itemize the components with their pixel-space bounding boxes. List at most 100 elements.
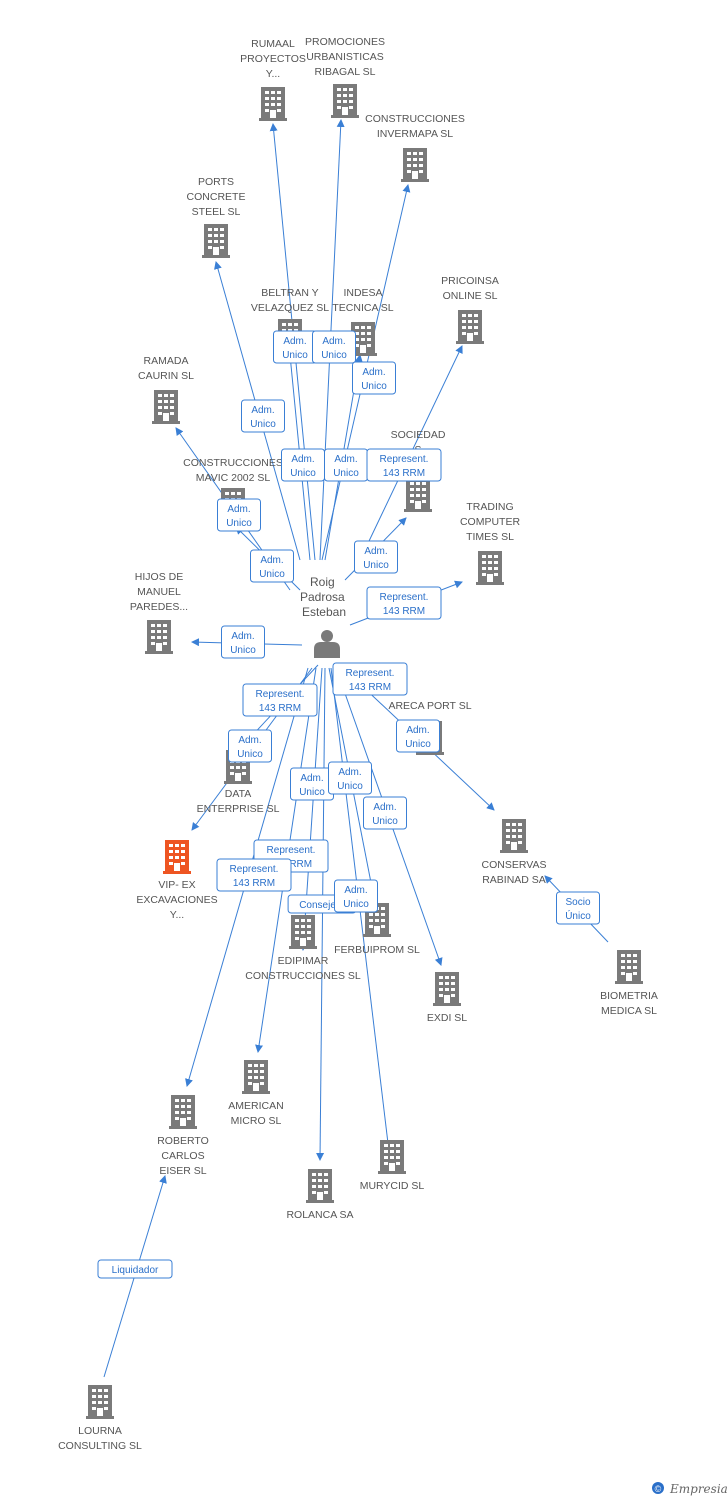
building-icon <box>615 950 643 984</box>
relation-label-text: Adm.Unico <box>299 773 325 798</box>
company-label: FERBUIPROM SL <box>334 944 420 956</box>
company-node-murycid[interactable]: MURYCID SL <box>360 1140 425 1192</box>
relation-label-r11[interactable]: Represent.143 RRM <box>366 586 442 620</box>
company-label-line: ROLANCA SA <box>286 1209 353 1221</box>
relation-label-r9[interactable]: Adm.Unico <box>250 549 294 583</box>
company-label-line: HIJOS DE <box>135 571 183 583</box>
relation-label-line: Consejero <box>299 900 345 911</box>
company-label-line: EISER SL <box>159 1165 206 1177</box>
relation-label-r17[interactable]: Adm.Unico <box>290 767 334 801</box>
relation-label-box <box>312 330 356 364</box>
brand-logo[interactable]: © Empresia <box>652 1482 728 1496</box>
relation-label-line: Adm. <box>227 504 250 515</box>
relation-label-r21[interactable]: Represent.143 RRM <box>216 858 292 892</box>
company-label: ROLANCA SA <box>286 1209 353 1221</box>
relation-label-r23[interactable]: Adm. Unico <box>334 879 378 913</box>
company-label-line: PORTS <box>198 176 234 188</box>
relation-label-r12[interactable]: Adm.Unico <box>221 625 265 659</box>
relation-label-line: Adm. <box>373 802 396 813</box>
relation-label-r5[interactable]: Adm.Unico <box>281 448 325 482</box>
relation-label-r16[interactable]: Adm.Unico <box>396 719 440 753</box>
relation-label-text: Adm.Unico <box>363 546 389 571</box>
relation-label-line: Represent. <box>267 845 316 856</box>
building-icon <box>259 87 287 121</box>
relation-label-line: 143 RRM <box>349 682 391 693</box>
relation-label-line: Unico <box>343 899 369 910</box>
company-label-line: EXCAVACIONES <box>136 894 217 906</box>
relation-label-r7[interactable]: Represent.143 RRM <box>366 448 442 482</box>
company-label-line: CONSTRUCCIONES <box>183 457 283 469</box>
relation-label-r2[interactable]: Adm.Unico <box>312 330 356 364</box>
relation-label-line: Unico <box>321 350 347 361</box>
relation-label-text: Adm.Unico <box>333 454 359 479</box>
company-node-ferbuiprom[interactable]: FERBUIPROM SL <box>334 903 420 956</box>
relation-label-line: Adm. <box>291 454 314 465</box>
building-icon <box>456 310 484 344</box>
relation-label-box <box>363 796 407 830</box>
relation-label-r4[interactable]: Adm.Unico <box>241 399 285 433</box>
relation-label-line: Represent. <box>230 864 279 875</box>
relation-label-line: Unico <box>237 749 263 760</box>
company-label-line: VELAZQUEZ SL <box>251 302 329 314</box>
relation-label-text: Adm.Unico <box>290 454 316 479</box>
relation-label-text: Represent.143 RRM <box>230 864 279 889</box>
relation-label-text: Adm.Unico <box>321 336 347 361</box>
relation-label-r13[interactable]: Represent. 143 RRM <box>332 662 408 696</box>
company-node-areca[interactable]: ARECA PORT SL <box>388 700 472 755</box>
relation-label-r6[interactable]: Adm.Unico <box>324 448 368 482</box>
relation-label-line: Represent. <box>346 668 395 679</box>
relation-label-r15[interactable]: Adm.Unico <box>228 729 272 763</box>
relation-label-r19[interactable]: Adm.Unico <box>363 796 407 830</box>
company-label: ARECA PORT SL <box>388 700 471 712</box>
relation-label-line: Adm. <box>344 885 367 896</box>
relation-label-text: Adm.Unico <box>237 735 263 760</box>
relation-label-line: Liquidador <box>112 1265 159 1276</box>
relation-label-r10[interactable]: Adm.Unico <box>354 540 398 574</box>
person-node[interactable] <box>314 630 340 658</box>
relation-label-box <box>228 729 272 763</box>
relation-label-box <box>354 540 398 574</box>
relation-label-r1[interactable]: Adm.Unico <box>273 330 317 364</box>
relation-label-text: Adm.Unico <box>282 336 308 361</box>
company-label-line: PROYECTOS <box>240 53 306 65</box>
relation-label-box <box>221 625 265 659</box>
relation-label-line: Unico <box>405 739 431 750</box>
relation-label-r8[interactable]: Adm.Unico <box>217 498 261 532</box>
relation-label-box <box>366 448 442 482</box>
relation-label-r3[interactable]: Adm.Unico <box>352 361 396 395</box>
company-node-rolanca[interactable]: ROLANCA SA <box>286 1169 354 1221</box>
company-label-line: ENTERPRISE SL <box>197 803 280 815</box>
company-label-line: LOURNA <box>78 1425 122 1437</box>
relation-label-r14[interactable]: Represent.143 RRM <box>242 683 318 717</box>
company-node-exdi[interactable]: EXDI SL <box>427 972 467 1024</box>
relation-label-r18[interactable]: Adm.Unico <box>328 761 372 795</box>
relation-label-r25[interactable]: Liquidador <box>97 1259 173 1279</box>
